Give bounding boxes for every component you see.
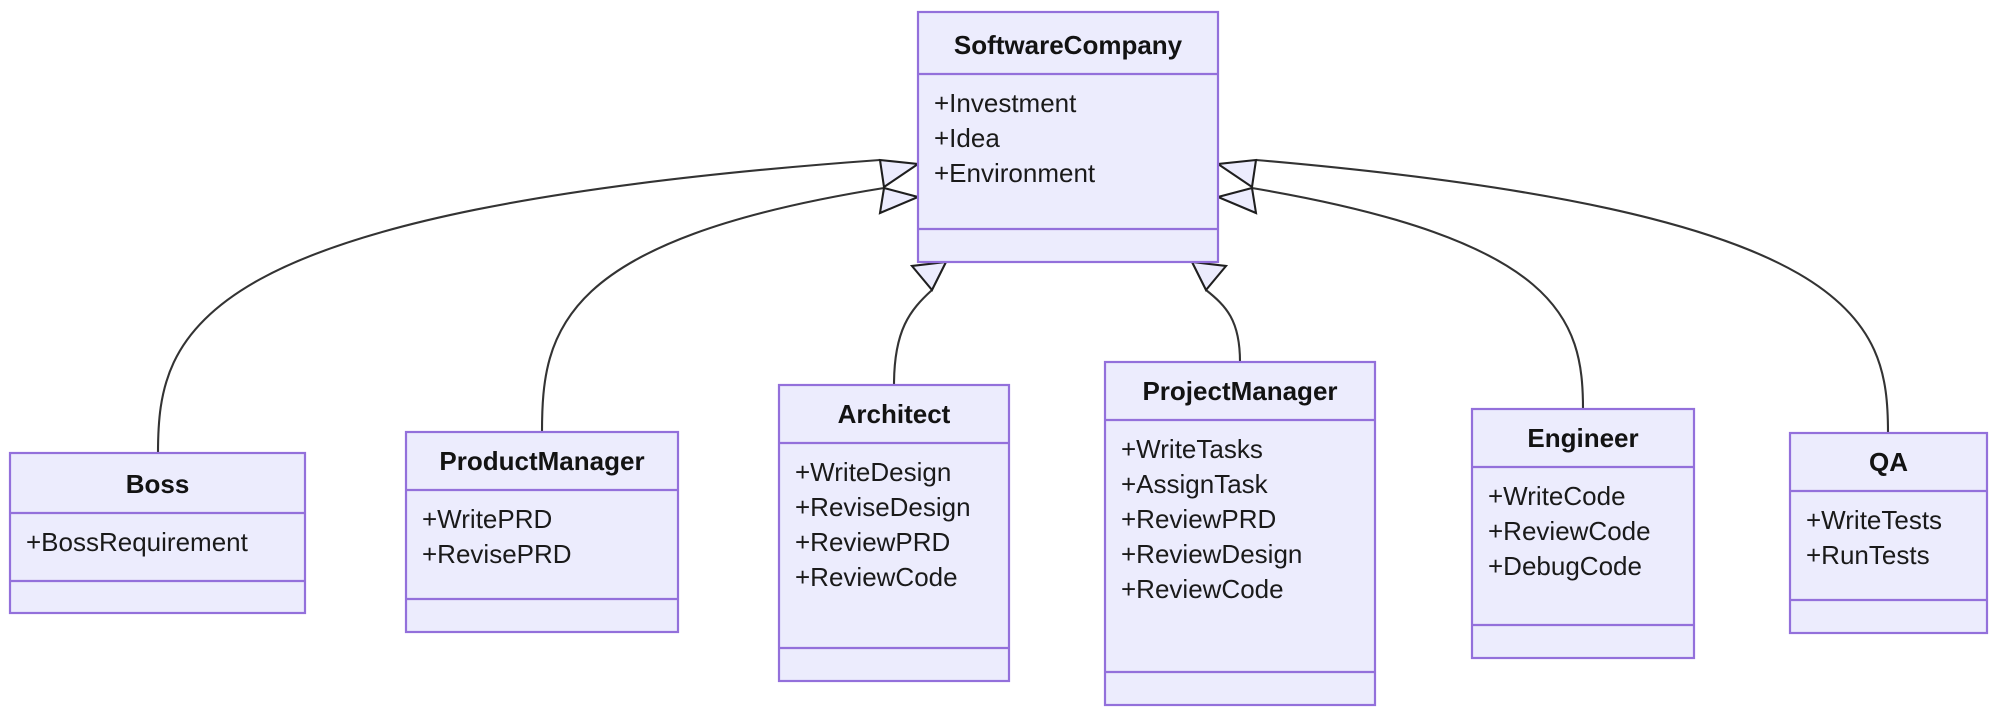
edge-line-architect (892, 289, 933, 386)
class-member-project-manager-4: +ReviewCode (1121, 574, 1284, 604)
edge-line-product-manager (540, 186, 885, 433)
inheritance-arrowhead-icon-project-manager (1190, 260, 1229, 292)
class-member-boss-0: +BossRequirement (26, 527, 249, 557)
class-member-qa-1: +RunTests (1806, 540, 1930, 570)
class-member-product-manager-0: +WritePRD (422, 504, 552, 534)
class-member-architect-2: +ReviewPRD (795, 527, 950, 557)
class-name-boss: Boss (126, 469, 190, 499)
generalization-edge-project-manager (1190, 260, 1242, 363)
generalization-edge-architect (892, 260, 948, 386)
class-member-software-company-2: +Environment (934, 158, 1096, 188)
generalization-edge-qa (1215, 158, 1890, 434)
class-member-project-manager-2: +ReviewPRD (1121, 504, 1276, 534)
class-member-project-manager-1: +AssignTask (1121, 469, 1269, 499)
class-member-architect-1: +ReviseDesign (795, 492, 971, 522)
class-member-project-manager-3: +ReviewDesign (1121, 539, 1302, 569)
class-member-architect-3: +ReviewCode (795, 562, 958, 592)
class-name-project-manager: ProjectManager (1142, 376, 1337, 406)
class-box-frame-architect (777, 383, 1011, 683)
generalization-edge-engineer (1214, 186, 1585, 410)
class-member-software-company-0: +Investment (934, 88, 1077, 118)
class-member-engineer-0: +WriteCode (1488, 481, 1626, 511)
class-box-frame-engineer (1470, 407, 1696, 660)
class-box-engineer[interactable]: Engineer +WriteCode +ReviewCode +DebugCode (1470, 407, 1696, 660)
class-member-product-manager-1: +RevisePRD (422, 539, 572, 569)
class-name-qa: QA (1869, 447, 1908, 477)
inheritance-arrowhead-icon-architect (909, 260, 948, 292)
class-member-project-manager-0: +WriteTasks (1121, 434, 1263, 464)
class-member-qa-0: +WriteTests (1806, 505, 1942, 535)
class-box-software-company[interactable]: SoftwareCompany +Investment +Idea +Environm… (916, 10, 1220, 264)
class-name-software-company: SoftwareCompany (954, 30, 1183, 60)
class-member-engineer-2: +DebugCode (1488, 551, 1642, 581)
inheritance-arrowhead-icon-engineer (1214, 186, 1258, 215)
class-name-architect: Architect (838, 399, 951, 429)
class-name-product-manager: ProductManager (439, 446, 644, 476)
class-member-engineer-1: +ReviewCode (1488, 516, 1651, 546)
class-box-architect[interactable]: Architect +WriteDesign +ReviseDesign +Revie… (777, 383, 1011, 683)
class-member-architect-0: +WriteDesign (795, 457, 951, 487)
class-box-boss[interactable]: Boss +BossRequirement (8, 451, 307, 615)
inheritance-arrowhead-icon-boss (878, 158, 921, 189)
classes-layer: SoftwareCompany +Investment +Idea +Environm… (8, 10, 1989, 707)
class-box-qa[interactable]: QA +WriteTests +RunTests (1788, 431, 1989, 635)
edge-line-boss (156, 158, 881, 454)
generalization-edge-product-manager (540, 186, 922, 433)
edges-layer (156, 158, 1890, 454)
edge-line-project-manager (1205, 289, 1242, 363)
class-box-project-manager[interactable]: ProjectManager +WriteTasks +AssignTask +Rev… (1103, 360, 1377, 707)
class-box-frame-boss (8, 451, 307, 615)
generalization-edge-boss (156, 158, 921, 454)
inheritance-arrowhead-icon-qa (1215, 158, 1258, 189)
class-name-engineer: Engineer (1527, 423, 1638, 453)
class-box-product-manager[interactable]: ProductManager +WritePRD +RevisePRD (404, 430, 680, 634)
class-box-frame-software-company (916, 10, 1220, 264)
class-member-software-company-1: +Idea (934, 123, 1000, 153)
edge-line-qa (1255, 158, 1890, 434)
inheritance-arrowhead-icon-product-manager (878, 186, 922, 215)
edge-line-engineer (1251, 186, 1585, 410)
